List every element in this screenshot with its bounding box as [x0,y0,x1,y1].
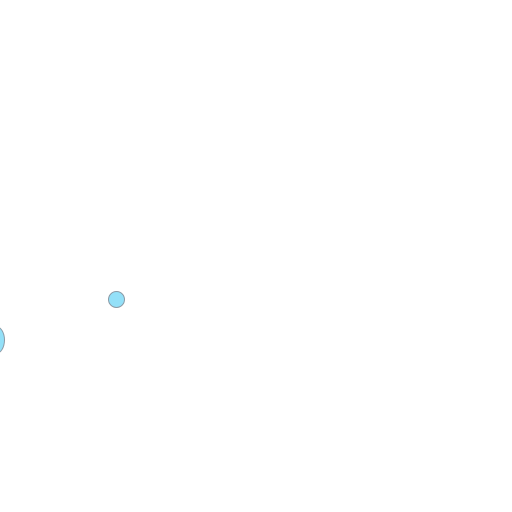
circle-marker-edge[interactable] [0,326,5,354]
circle-marker[interactable] [108,291,125,308]
